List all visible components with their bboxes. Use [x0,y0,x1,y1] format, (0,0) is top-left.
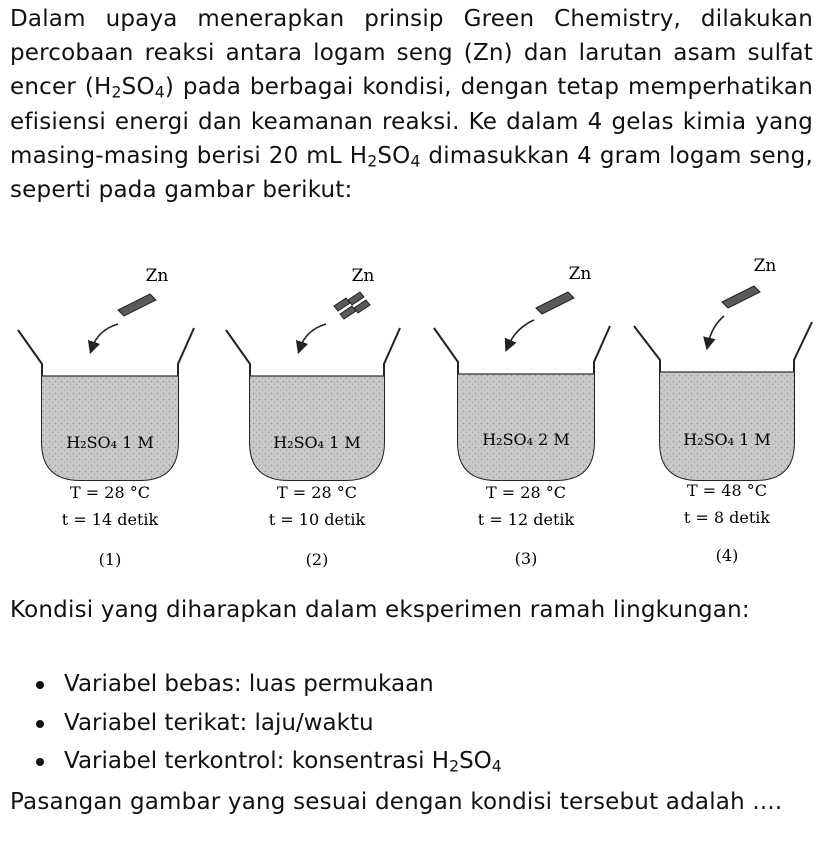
solution-fill [42,376,178,480]
temperature-label: T = 28 °C [486,483,566,502]
beaker-number: (3) [515,549,538,568]
list-item: Variabel terikat: laju/waktu [34,704,502,743]
solution-label: H₂SO₄ 1 M [683,430,771,449]
solution-label: H₂SO₄ 1 M [66,433,154,452]
zinc-pieces-icon [333,291,371,320]
time-label: t = 8 detik [684,508,771,527]
subscript: 4 [154,82,165,102]
temperature-label: T = 48 °C [687,481,767,500]
intro-text-1: Dalam upaya menerapkan prinsip Green Che… [10,6,813,101]
beaker-number: (4) [716,546,739,565]
zinc-plate-icon [721,285,761,309]
subscript: 2 [111,82,122,102]
arrow-icon [295,323,327,355]
intro-text-2: SO [121,74,155,101]
subscript: 2 [367,151,378,171]
arrow-icon [87,323,119,355]
beaker-number: (1) [99,550,122,569]
beaker-1: Zn H₂SO₄ 1 M T = 28 °C t = 14 detik (1) [17,266,195,569]
beaker-3: Zn H₂SO₄ 2 M T = 28 °C t = 12 detik (3) [433,264,611,568]
time-label: t = 10 detik [269,510,366,529]
solution-fill [660,372,794,480]
beaker-figure: Zn H₂SO₄ 1 M T = 28 °C t = 14 detik (1) … [17,256,813,569]
intro-text-4: SO [377,142,411,169]
question-text: Pasangan gambar yang sesuai dengan kondi… [10,789,783,815]
solution-label: H₂SO₄ 1 M [273,433,361,452]
solution-fill [458,374,594,480]
zinc-plate-icon [535,291,575,315]
solution-fill [250,376,384,480]
arrow-icon [504,319,535,352]
beaker-2: Zn H₂SO₄ 1 M T = 28 °C t = 10 detik (2) [225,266,401,569]
time-label: t = 12 detik [478,510,575,529]
intro-text-5: dimasukkan 4 gram logam seng, seperti pa… [10,142,813,204]
subscript: 4 [410,151,421,171]
zn-label: Zn [569,264,592,284]
solution-label: H₂SO₄ 2 M [482,430,570,449]
conditions-intro: Kondisi yang diharapkan dalam eksperimen… [10,597,750,623]
conditions-list: Variabel bebas: luas permukaan Variabel … [34,665,502,781]
intro-text-3: ) pada berbagai kondisi, dengan tetap me… [10,74,813,169]
list-item: Variabel terkontrol: konsentrasi H2SO4 [34,742,502,781]
zn-label: Zn [754,256,777,276]
zn-label: Zn [146,266,169,286]
temperature-label: T = 28 °C [277,483,357,502]
zn-label: Zn [352,266,375,286]
beaker-number: (2) [306,550,329,569]
subscript: 2 [449,756,460,776]
zinc-plate-icon [117,293,157,317]
intro-paragraph: Dalam upaya menerapkan prinsip Green Che… [10,2,813,207]
temperature-label: T = 28 °C [70,483,150,502]
arrow-icon [703,315,725,351]
time-label: t = 14 detik [62,510,159,529]
beaker-4: Zn H₂SO₄ 1 M T = 48 °C t = 8 detik (4) [633,256,813,565]
list-item: Variabel bebas: luas permukaan [34,665,502,704]
subscript: 4 [491,756,502,776]
